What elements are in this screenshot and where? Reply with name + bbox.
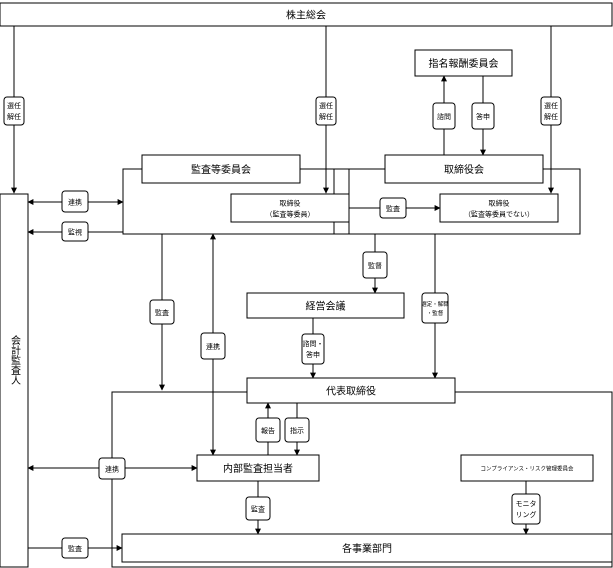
consult-text: 諮問・ [303,339,324,348]
audit-text: 監査 [251,505,265,514]
label-elect-dismiss-audit-director: 選任 解任 [315,96,337,126]
director-nonaudit-label-2: （監査等委員でない） [464,210,534,219]
consult-text: 諮問 [437,112,451,121]
label-cooperation-top: 連携 [61,190,89,213]
internal-audit-label: 内部監査担当者 [223,462,293,475]
label-elect-dismiss-nonaudit-director: 選任 解任 [540,96,562,126]
accounting-auditor: 会計監査人 [0,193,29,568]
label-audit-internal: 監査 [245,496,271,521]
audit-committee-label: 監査等委員会 [191,163,251,176]
elect-text: 選任 [544,101,558,110]
monitoring-text: 監視 [68,228,82,237]
representative-director-label: 代表取締役 [326,385,376,398]
label-consult-answer: 諮問・ 答申 [301,333,325,365]
audit-text: 監査 [68,544,82,553]
label-cooperation-bottom: 連携 [98,457,126,480]
director-audit-label-1: 取締役 [280,199,301,208]
management-meeting-label: 経営会議 [306,300,346,313]
dismiss-text: 解任 [544,112,558,121]
cooperation-text: 連携 [68,198,82,207]
nomination-committee: 指名報酬委員会 [414,49,513,77]
label-monitoring: 監視 [61,221,89,242]
label-audit-bottom: 監査 [61,537,89,559]
cooperation-text: 連携 [105,465,119,474]
instruction-text: 指示 [290,426,304,435]
label-supervision: 監督 [362,251,388,279]
business-departments-label: 各事業部門 [342,542,392,555]
accounting-auditor-label: 会計監査人 [9,334,21,385]
label-audit-directors: 監査 [379,197,407,219]
label-select-dismiss-supervise: 選定・解職 ・監督 [421,292,449,324]
label-elect-dismiss-auditor: 選任 解任 [3,96,25,126]
select-dismiss-text: 選定・解職 [421,300,449,308]
nomination-committee-label: 指名報酬委員会 [429,57,499,70]
cooperation-text: 連携 [206,342,220,351]
director-nonaudit-label-1: 取締役 [489,199,510,208]
audit-committee: 監査等委員会 [141,154,301,184]
elect-text: 選任 [319,101,333,110]
director-nonaudit-member: 取締役 （監査等委員でない） [439,193,559,223]
compliance-committee: コンプライアンス・リスク管理委員会 [460,454,594,482]
supervise-text: ・監督 [427,309,444,317]
dismiss-text: 解任 [7,112,21,121]
label-report: 報告 [255,417,281,443]
management-meeting: 経営会議 [246,292,405,319]
internal-audit-staff: 内部監査担当者 [196,454,320,482]
monitoring-text-1: モニタ [516,499,537,508]
board-label: 取締役会 [444,163,484,176]
director-audit-member: 取締役 （監査等委員） [230,193,350,223]
label-monitoring-compliance: モニタ リング [511,493,541,525]
answer-text: 答申 [306,350,320,359]
board-of-directors: 取締役会 [384,154,544,184]
director-audit-label-2: （監査等委員） [266,210,315,219]
compliance-committee-label: コンプライアンス・リスク管理委員会 [480,465,574,473]
business-departments: 各事業部門 [121,533,613,563]
report-text: 報告 [261,426,275,435]
representative-director: 代表取締役 [246,377,456,404]
audit-text: 監査 [155,308,169,317]
label-report-answer: 答申 [471,102,495,130]
elect-text: 選任 [7,101,21,110]
dismiss-text: 解任 [319,112,333,121]
shareholders-meeting-label: 株主総会 [286,9,326,22]
audit-text: 監査 [386,204,400,213]
shareholders-meeting: 株主総会 [0,2,613,27]
answer-text: 答申 [476,112,490,121]
label-consult: 諮問 [432,102,456,130]
label-instruction: 指示 [284,417,310,443]
label-cooperation-mid: 連携 [200,332,226,360]
supervision-text: 監督 [368,261,382,270]
label-audit-left: 監査 [149,299,175,325]
monitoring-text-2: リング [516,510,537,519]
